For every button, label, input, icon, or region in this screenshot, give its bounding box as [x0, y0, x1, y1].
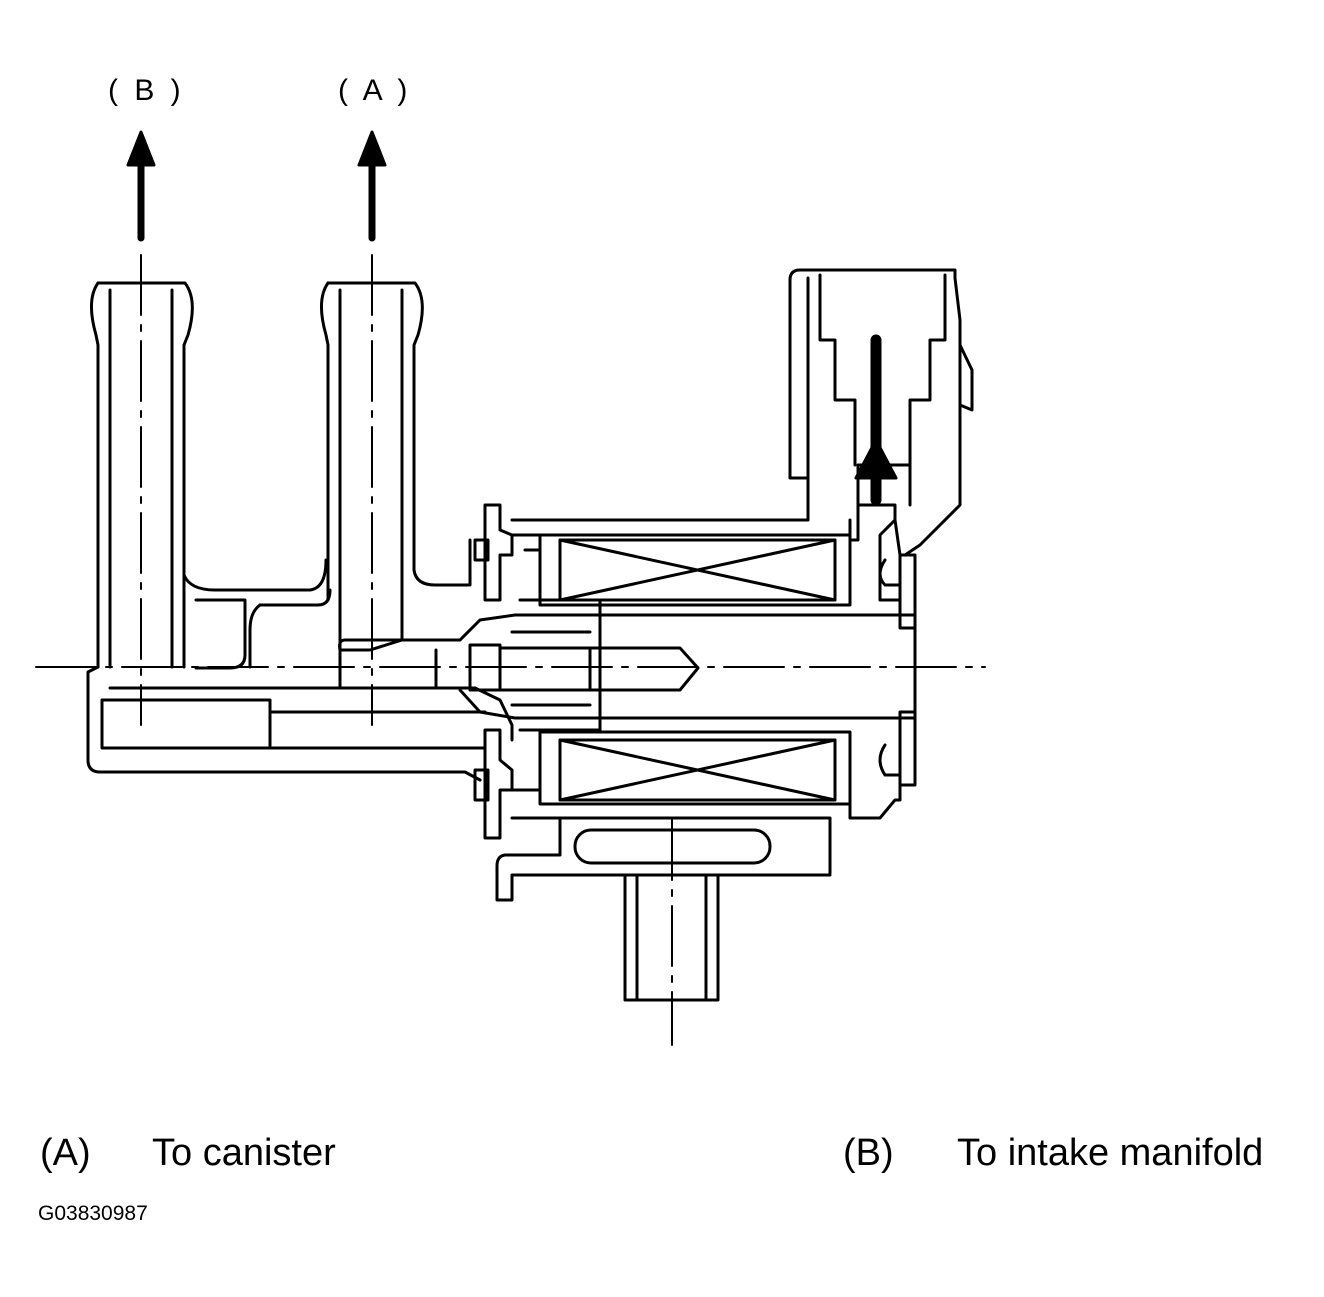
centerlines	[35, 254, 986, 1046]
pipe-a	[320, 281, 472, 652]
callout-b-label: ( B )	[108, 74, 185, 107]
legend-key-a: (A)	[40, 1132, 91, 1174]
lower-flange	[473, 716, 832, 875]
mounting-bracket	[495, 816, 832, 1002]
callout-a-label: ( A )	[338, 74, 412, 107]
solenoid-coil-upper	[538, 533, 852, 607]
solenoid-valve-diagram	[35, 130, 986, 1046]
legend-text-a: To canister	[152, 1132, 336, 1174]
flow-arrow-solenoid	[854, 334, 898, 506]
pipe-b	[90, 281, 332, 670]
manifold-body	[86, 638, 514, 782]
legend-key-b: (B)	[843, 1132, 894, 1174]
flow-arrow-a	[357, 130, 387, 242]
flow-arrow-b	[126, 130, 156, 242]
valve-spool	[458, 613, 917, 720]
figure-id: G03830987	[38, 1202, 148, 1225]
solenoid-body	[848, 503, 917, 820]
electrical-connector	[788, 268, 974, 557]
upper-flange	[473, 276, 810, 617]
solenoid-coil-lower	[538, 730, 852, 806]
legend-text-b: To intake manifold	[957, 1132, 1264, 1174]
